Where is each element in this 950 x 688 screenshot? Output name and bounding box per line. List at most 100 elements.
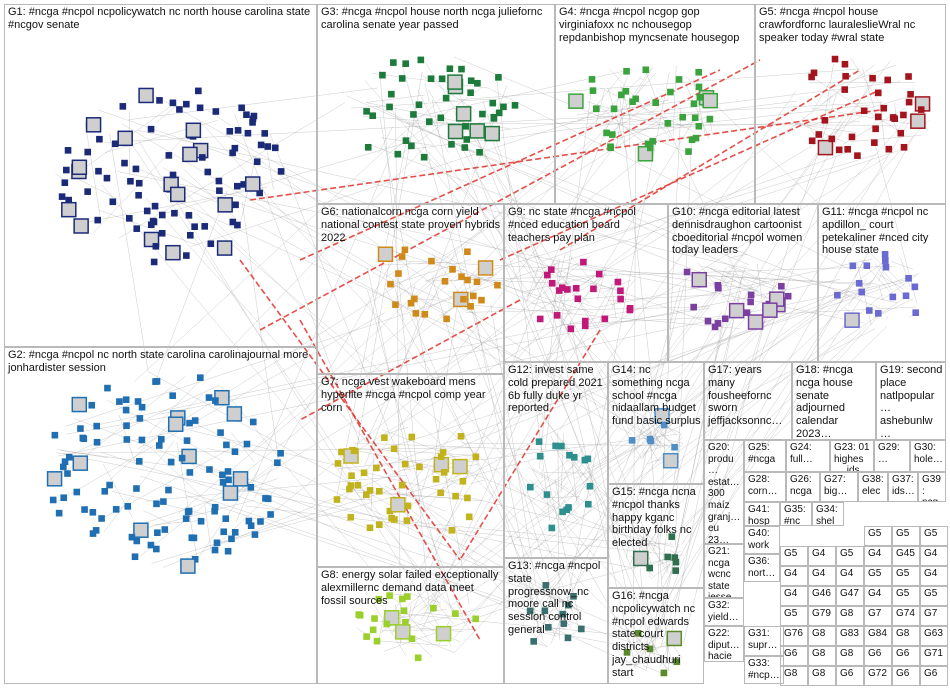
small-group-tag: G5… — [780, 546, 808, 566]
group-label: G34: shel… — [816, 504, 841, 526]
group-panel-g30: G30: hole… — [910, 440, 946, 472]
group-label: G6: nationalcorn ncga corn yield nationa… — [321, 206, 501, 244]
group-label: G17: years many fousheefornc sworn jeffj… — [708, 364, 789, 428]
group-label: G10: #ncga editorial latest dennisdraugh… — [672, 206, 815, 257]
small-group-tag: G7… — [864, 606, 892, 626]
group-label: G38: elec… — [862, 474, 885, 502]
small-group-tag-label: G6… — [896, 668, 917, 686]
small-group-tag: G74 — [892, 606, 920, 626]
group-label: G32: yield… — [708, 600, 741, 623]
group-label: G16: #ncga ncpolicywatch nc #ncpol edwar… — [612, 590, 701, 679]
group-panel-g35: G35: #nc… — [780, 502, 812, 526]
small-group-tag: G63 — [920, 626, 948, 646]
group-label: G13: #ncga #ncpol state progressnow_nc m… — [508, 560, 605, 637]
small-group-tag-label: G6… — [868, 648, 889, 666]
group-panel-g10: G10: #ncga editorial latest dennisdraugh… — [668, 204, 818, 362]
small-group-tag: G8… — [780, 666, 808, 686]
small-group-tag-label: G5… — [868, 528, 889, 546]
small-group-tag: G4… — [836, 566, 864, 586]
small-group-tag-label: G5… — [924, 528, 945, 546]
group-panel-g14: G14: nc something ncga school #ncga nida… — [608, 362, 704, 484]
group-panel-g26: G26: ncga… — [786, 472, 820, 502]
small-group-tag: G5… — [920, 526, 948, 546]
small-group-tag: G5… — [920, 586, 948, 606]
group-panel-g6: G6: nationalcorn ncga corn yield nationa… — [317, 204, 504, 374]
small-group-tag-label: G79 — [812, 608, 833, 620]
group-label: G29: … — [878, 442, 907, 465]
small-group-tag-label: G4… — [868, 548, 889, 566]
group-label: G37: ids… — [892, 474, 915, 497]
group-label: G9: nc state #ncga #ncpol #nced educatio… — [508, 206, 665, 244]
small-group-tag: G6… — [836, 666, 864, 686]
small-group-tag: G7… — [920, 606, 948, 626]
group-label: G14: nc something ncga school #ncga nida… — [612, 364, 701, 428]
small-group-tag-label: G8… — [840, 608, 861, 626]
group-panel-g36: G36: nort… — [744, 554, 780, 582]
group-panel-g11: G11: #ncga #ncpol nc apdillon_ court pet… — [818, 204, 946, 362]
group-label: G30: hole… — [914, 442, 943, 465]
small-group-tag-label: G6… — [784, 648, 805, 666]
small-group-tag-label: G71 — [924, 648, 945, 660]
group-panel-g3: G3: #ncga #ncpol house north ncga julief… — [317, 4, 555, 204]
small-group-tag-label: G6… — [924, 668, 945, 686]
small-group-tag-label: G4… — [924, 548, 945, 566]
small-group-tag: G8… — [808, 626, 836, 646]
small-group-tag-label: G5… — [896, 588, 917, 606]
group-panel-g32: G32: yield… — [704, 598, 744, 626]
group-label: G8: energy solar failed exceptionally al… — [321, 569, 501, 607]
group-panel-g12: G12: invest same cold prepared 2021 6b f… — [504, 362, 608, 558]
group-panel-g41: G41: hosp… — [744, 502, 780, 526]
small-group-tag-label: G47 — [840, 588, 861, 600]
small-group-tag: G6… — [892, 646, 920, 666]
small-group-tag: G8… — [892, 626, 920, 646]
small-group-tag: G4… — [864, 586, 892, 606]
small-group-tag-label: G76 — [784, 628, 805, 640]
group-panel-g13: G13: #ncga #ncpol state progressnow_nc m… — [504, 558, 608, 684]
group-label: G40: work… — [748, 528, 777, 554]
small-group-tag: G4… — [864, 546, 892, 566]
small-group-tag-label: G45 — [896, 548, 917, 560]
group-label: G24: full… — [790, 442, 827, 465]
group-panel-g37: G37: ids… — [888, 472, 918, 502]
group-label: G41: hosp… — [748, 504, 777, 526]
small-group-tag-label: G63 — [924, 628, 945, 640]
small-group-tag-label: G5… — [868, 568, 889, 586]
group-label: G4: #ncga #ncpol ncgop gop virginiafoxx … — [559, 6, 752, 44]
group-panel-g20: G20: produ… estat… 300 maíz granj… eu 23… — [704, 440, 744, 544]
group-label: G27: big… — [824, 474, 855, 497]
small-group-tag: G8… — [808, 646, 836, 666]
group-panel-g31: G31: supr… — [744, 626, 784, 656]
small-group-tag: G4… — [808, 546, 836, 566]
small-group-tag-label: G4… — [840, 568, 861, 586]
group-panel-g4: G4: #ncga #ncpol ncgop gop virginiafoxx … — [555, 4, 755, 204]
group-label: G31: supr… — [748, 628, 781, 651]
small-group-tag: G4… — [920, 546, 948, 566]
small-group-tag: G6… — [864, 646, 892, 666]
small-group-tag-label: G4… — [784, 588, 805, 606]
group-panel-g39: G39: ncg… — [918, 472, 946, 502]
group-panel-g1: G1: #ncga #ncpol ncpolicywatch nc north … — [4, 4, 317, 347]
small-group-tag-label: G5… — [924, 588, 945, 606]
small-group-tag: G5… — [864, 526, 892, 546]
group-panel-g34: G34: shel… — [812, 502, 844, 526]
group-label: G12: invest same cold prepared 2021 6b f… — [508, 364, 605, 415]
small-group-tag-label: G84 — [868, 628, 889, 640]
group-panel-g2: G2: #ncga #ncpol nc north state carolina… — [4, 347, 317, 684]
group-label: G7: ncga vest wakeboard mens hyperlite #… — [321, 376, 501, 414]
small-group-tag: G46 — [808, 586, 836, 606]
small-group-tag-label: G74 — [896, 608, 917, 620]
small-group-tag-label: G4… — [812, 548, 833, 566]
small-group-tag-label: G8… — [784, 668, 805, 686]
group-panel-g19: G19: second place natlpopular… ashebunlw… — [876, 362, 946, 440]
group-panel-g33: G33: #ncp… — [744, 656, 784, 684]
group-panel-g27: G27: big… — [820, 472, 858, 502]
group-label: G39: ncg… — [922, 474, 943, 502]
small-group-tag: G72 — [864, 666, 892, 686]
group-panel-g8: G8: energy solar failed exceptionally al… — [317, 567, 504, 684]
group-label: G2: #ncga #ncpol nc north state carolina… — [8, 349, 314, 375]
small-group-tag-label: G46 — [812, 588, 833, 600]
group-panel-g18: G18: #ncga ncga house senate adjourned c… — [792, 362, 876, 440]
small-group-tag-label: G8… — [812, 668, 833, 686]
small-group-tag-label: G8… — [896, 628, 917, 646]
small-group-tag-label: G5… — [784, 608, 805, 626]
